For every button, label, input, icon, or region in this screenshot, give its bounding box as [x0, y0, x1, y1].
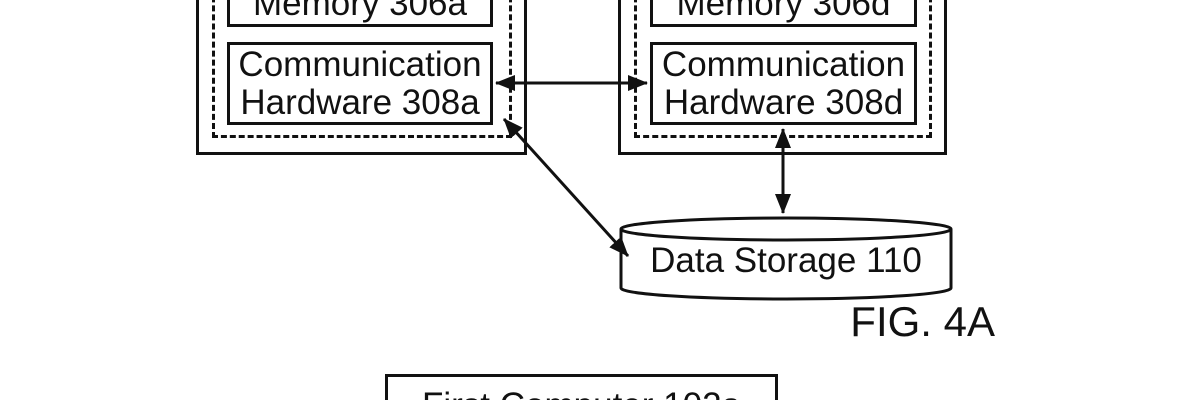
data-storage-label-wrap: Data Storage 110: [621, 238, 951, 284]
data-storage-label: Data Storage 110: [650, 241, 922, 280]
memory-306d-label: Memory 306d: [676, 0, 891, 23]
memory-306a-label: Memory 306a: [253, 0, 467, 23]
memory-306a-box: Memory 306a: [227, 0, 493, 27]
memory-306d-box: Memory 306d: [650, 0, 917, 27]
figure-caption: FIG. 4A: [850, 298, 995, 345]
comm-hardware-308a-label: Communication Hardware 308a: [238, 44, 482, 122]
first-computer-102a-box: First Computer 102a: [385, 374, 778, 400]
cylinder-top-ellipse: [619, 216, 953, 242]
comm-hardware-308d-box: Communication Hardware 308d: [650, 42, 917, 125]
comm-hardware-308d-label: Communication Hardware 308d: [661, 44, 906, 122]
computer-a-dashed-box: [212, 0, 512, 138]
comm-hardware-308a-box: Communication Hardware 308a: [227, 42, 493, 125]
first-computer-102a-label: First Computer 102a: [422, 387, 741, 400]
